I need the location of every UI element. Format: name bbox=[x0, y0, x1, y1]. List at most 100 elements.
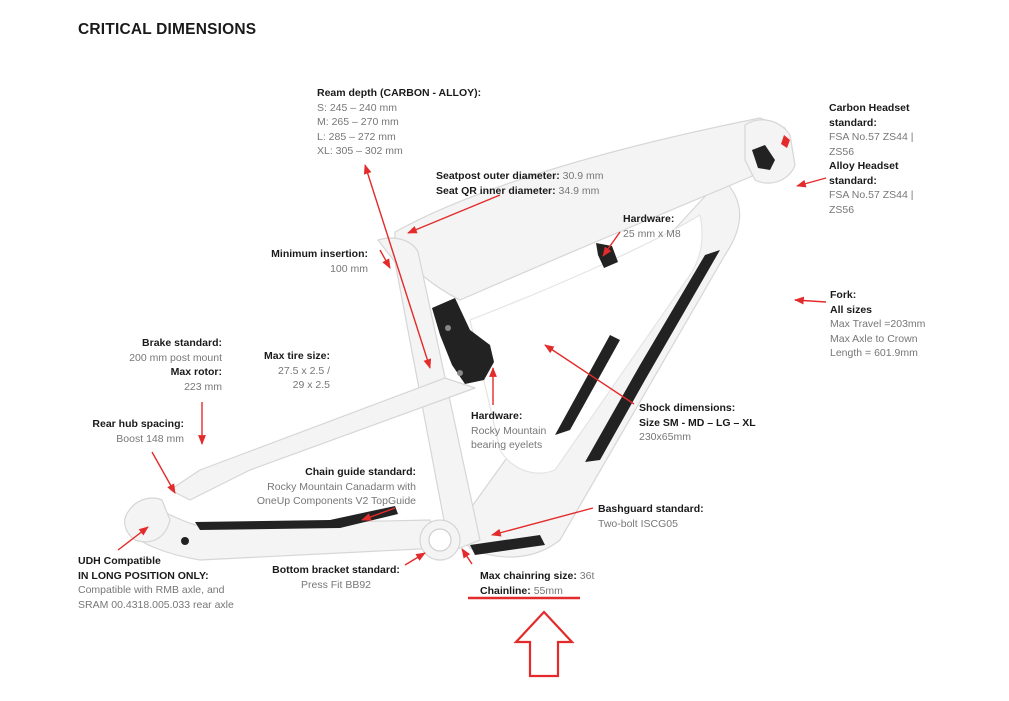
hardware-mid-label: Hardware: Rocky Mountain bearing eyelets bbox=[471, 409, 546, 453]
arrow-headset bbox=[796, 177, 827, 188]
arrow-chainring bbox=[461, 548, 473, 565]
chainline-value: 55mm bbox=[533, 584, 563, 597]
headset-red bbox=[781, 135, 790, 148]
chain-guide-heading: Chain guide standard: bbox=[305, 466, 416, 478]
arrow-rear-hub bbox=[151, 451, 176, 494]
bashguard-value: Two-bolt ISCG05 bbox=[598, 517, 678, 530]
chain-guide-value-1: Rocky Mountain Canadarm with bbox=[267, 480, 416, 493]
hardware-top-label: Hardware: 25 mm x M8 bbox=[623, 212, 681, 241]
head-bearing bbox=[752, 145, 775, 170]
hardware-mid-value-2: bearing eyelets bbox=[471, 439, 543, 451]
bottom-bracket-value: Press Fit BB92 bbox=[300, 578, 372, 591]
shock-label: Shock dimensions: Size SM - MD – LG – XL… bbox=[639, 401, 756, 445]
seatpost-outer-heading: Seatpost outer diameter: bbox=[436, 170, 560, 182]
carbon-headset-heading-1: Carbon Headset bbox=[829, 102, 910, 114]
front-triangle-opening bbox=[469, 214, 703, 474]
top-tube bbox=[394, 117, 791, 301]
fork-value-2: Max Axle to Crown bbox=[830, 332, 918, 345]
rocker-link bbox=[432, 298, 494, 384]
arrow-shock bbox=[544, 344, 635, 405]
hardware-mid-heading: Hardware: bbox=[471, 410, 523, 422]
carbon-headset-value-1: FSA No.57 ZS44 | bbox=[829, 131, 914, 143]
chainring-value: 36t bbox=[579, 570, 595, 582]
brake-value: 200 mm post mount bbox=[129, 351, 222, 364]
bottom-bracket-heading: Bottom bracket standard: bbox=[272, 564, 400, 576]
alloy-headset-value-2: ZS56 bbox=[829, 203, 855, 216]
tire-value-1: 27.5 x 2.5 / bbox=[278, 364, 330, 377]
udh-value-1: Compatible with RMB axle, and bbox=[78, 584, 225, 596]
ream-depth-label: Ream depth (CARBON - ALLOY): S: 245 – 24… bbox=[317, 86, 481, 159]
chain-guide-value-2: OneUp Components V2 TopGuide bbox=[256, 495, 416, 507]
fork-value-3: Length = 601.9mm bbox=[830, 347, 918, 359]
rotor-heading: Max rotor: bbox=[170, 366, 222, 378]
ream-size-xl: XL: 305 – 302 mm bbox=[317, 145, 403, 157]
tire-value-2: 29 x 2.5 bbox=[292, 379, 330, 391]
arrow-chain-guide bbox=[361, 507, 396, 521]
udh-heading-2: IN LONG POSITION ONLY: bbox=[78, 569, 209, 582]
carbon-headset-value-2: ZS56 bbox=[829, 145, 855, 158]
bashguard-heading: Bashguard standard: bbox=[598, 503, 704, 515]
alloy-headset-heading-2: standard: bbox=[829, 174, 877, 187]
arrow-seatpost bbox=[407, 194, 501, 234]
brake-label: Brake standard: 200 mm post mount Max ro… bbox=[100, 336, 222, 394]
min-insertion-label: Minimum insertion: 100 mm bbox=[262, 247, 368, 276]
dark-parts bbox=[181, 135, 790, 555]
rear-dropout bbox=[124, 497, 171, 543]
arrow-fork bbox=[794, 296, 827, 305]
arrow-udh bbox=[117, 526, 149, 551]
shock-heading-2: Size SM - MD – LG – XL bbox=[639, 416, 756, 429]
head-tube bbox=[744, 119, 796, 184]
shock-guard bbox=[555, 335, 620, 435]
bashguard-label: Bashguard standard: Two-bolt ISCG05 bbox=[598, 502, 704, 531]
rear-hub-label: Rear hub spacing: Boost 148 mm bbox=[70, 417, 184, 446]
fork-value-1: Max Travel =203mm bbox=[830, 318, 926, 330]
min-insertion-heading: Minimum insertion: bbox=[271, 248, 368, 260]
seatpost-outer-value: 30.9 mm bbox=[562, 170, 604, 182]
rear-hub-value: Boost 148 mm bbox=[116, 432, 184, 445]
bash-strip bbox=[470, 535, 545, 555]
alloy-headset-label: Alloy Headset standard: FSA No.57 ZS44 |… bbox=[829, 159, 913, 217]
shock-value: 230x65mm bbox=[639, 431, 691, 443]
annotation-arrows bbox=[117, 164, 827, 566]
ream-size-s: S: 245 – 240 mm bbox=[317, 101, 397, 114]
seatpost-inner-value: 34.9 mm bbox=[558, 184, 600, 197]
ream-heading: Ream depth (CARBON - ALLOY): bbox=[317, 87, 482, 99]
rotor-value: 223 mm bbox=[184, 380, 222, 393]
chainring-label: Max chainring size: 36t Chainline: 55mm bbox=[480, 569, 594, 598]
rear-hub-heading: Rear hub spacing: bbox=[92, 418, 184, 430]
brake-heading: Brake standard: bbox=[142, 337, 222, 349]
chainstay-guard bbox=[195, 506, 398, 530]
arrow-bashguard bbox=[491, 507, 594, 537]
hardware-top-heading: Hardware: bbox=[623, 213, 675, 225]
seatpost-label: Seatpost outer diameter: 30.9 mm Seat QR… bbox=[436, 169, 603, 198]
hardware-top-value: 25 mm x M8 bbox=[623, 227, 681, 240]
shock-heading-1: Shock dimensions: bbox=[639, 402, 736, 414]
ream-size-l: L: 285 – 272 mm bbox=[317, 130, 396, 143]
carbon-headset-heading-2: standard: bbox=[829, 116, 877, 129]
arrow-hardware-top bbox=[602, 231, 621, 257]
tire-label: Max tire size: 27.5 x 2.5 / 29 x 2.5 bbox=[252, 349, 330, 393]
min-insertion-value: 100 mm bbox=[330, 262, 368, 275]
chainline-heading: Chainline: bbox=[480, 584, 531, 597]
alloy-headset-heading-1: Alloy Headset bbox=[829, 160, 899, 172]
seatpost-inner-heading: Seat QR inner diameter: bbox=[436, 184, 556, 197]
arrow-min-insertion bbox=[379, 249, 391, 269]
arrow-ream bbox=[363, 164, 432, 369]
ream-size-m: M: 265 – 270 mm bbox=[317, 116, 399, 128]
arrow-bottom-bracket bbox=[404, 552, 426, 566]
up-arrow-icon bbox=[513, 610, 575, 678]
fork-label: Fork: All sizes Max Travel =203mm Max Ax… bbox=[830, 288, 925, 361]
downtube-protector bbox=[585, 250, 720, 462]
udh-value-2: SRAM 00.4318.005.033 rear axle bbox=[78, 598, 234, 611]
hardware-mid-value-1: Rocky Mountain bbox=[471, 424, 547, 437]
chain-guide-label: Chain guide standard: Rocky Mountain Can… bbox=[230, 465, 416, 509]
page-title: CRITICAL DIMENSIONS bbox=[78, 21, 257, 38]
chainring-heading: Max chainring size: bbox=[480, 570, 577, 582]
alloy-headset-value-1: FSA No.57 ZS44 | bbox=[829, 189, 914, 201]
udh-label: UDH Compatible IN LONG POSITION ONLY: Co… bbox=[78, 554, 234, 612]
tire-heading: Max tire size: bbox=[264, 350, 330, 362]
fork-subheading: All sizes bbox=[830, 303, 873, 316]
bottom-bracket-label: Bottom bracket standard: Press Fit BB92 bbox=[258, 563, 414, 592]
